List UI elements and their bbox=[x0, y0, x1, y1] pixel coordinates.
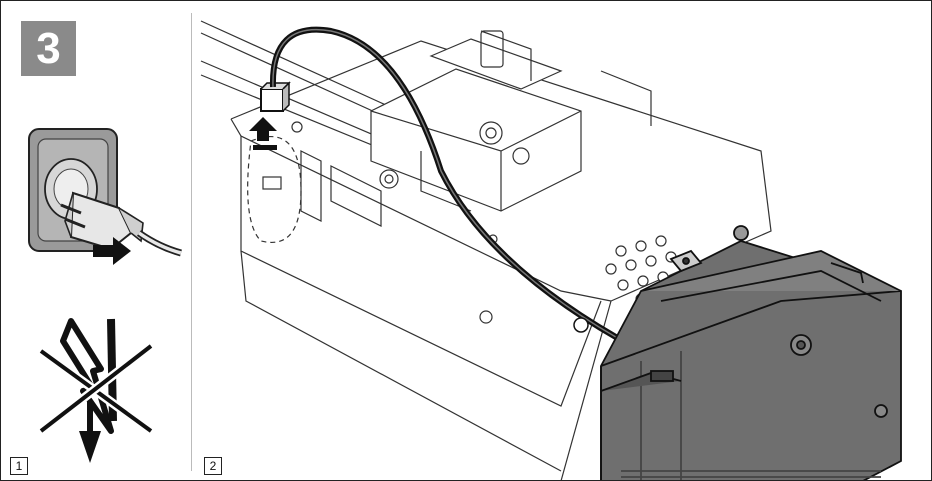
direction-arrow-icon bbox=[249, 117, 277, 150]
panel-1-illustrations bbox=[28, 128, 182, 463]
unplug-socket-icon bbox=[28, 128, 182, 265]
connector-plug-icon bbox=[260, 81, 291, 112]
panel-number-1: 1 bbox=[10, 457, 28, 475]
battery-pack-illustration bbox=[600, 225, 902, 480]
motor-unit-illustration bbox=[200, 20, 772, 480]
panel-divider bbox=[191, 13, 192, 471]
panel-number-2: 2 bbox=[204, 457, 222, 475]
step-number-badge: 3 bbox=[21, 21, 76, 76]
no-lightning-icon bbox=[38, 318, 154, 463]
